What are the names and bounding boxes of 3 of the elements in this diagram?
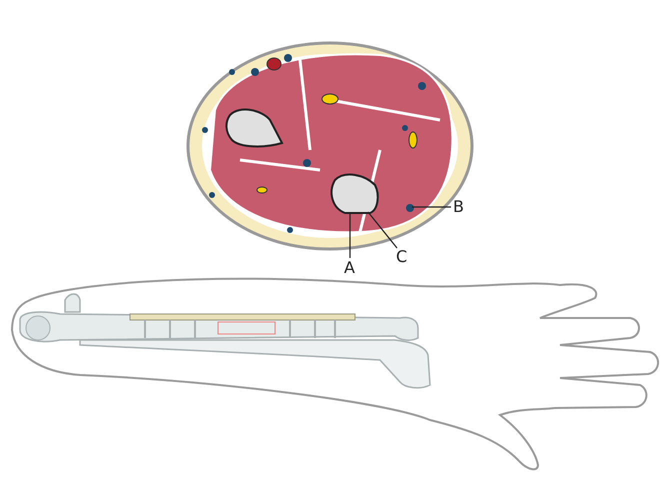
callout-letter: B <box>453 198 464 216</box>
callout-letter: A <box>344 259 355 277</box>
callout-letter: C <box>396 248 408 266</box>
